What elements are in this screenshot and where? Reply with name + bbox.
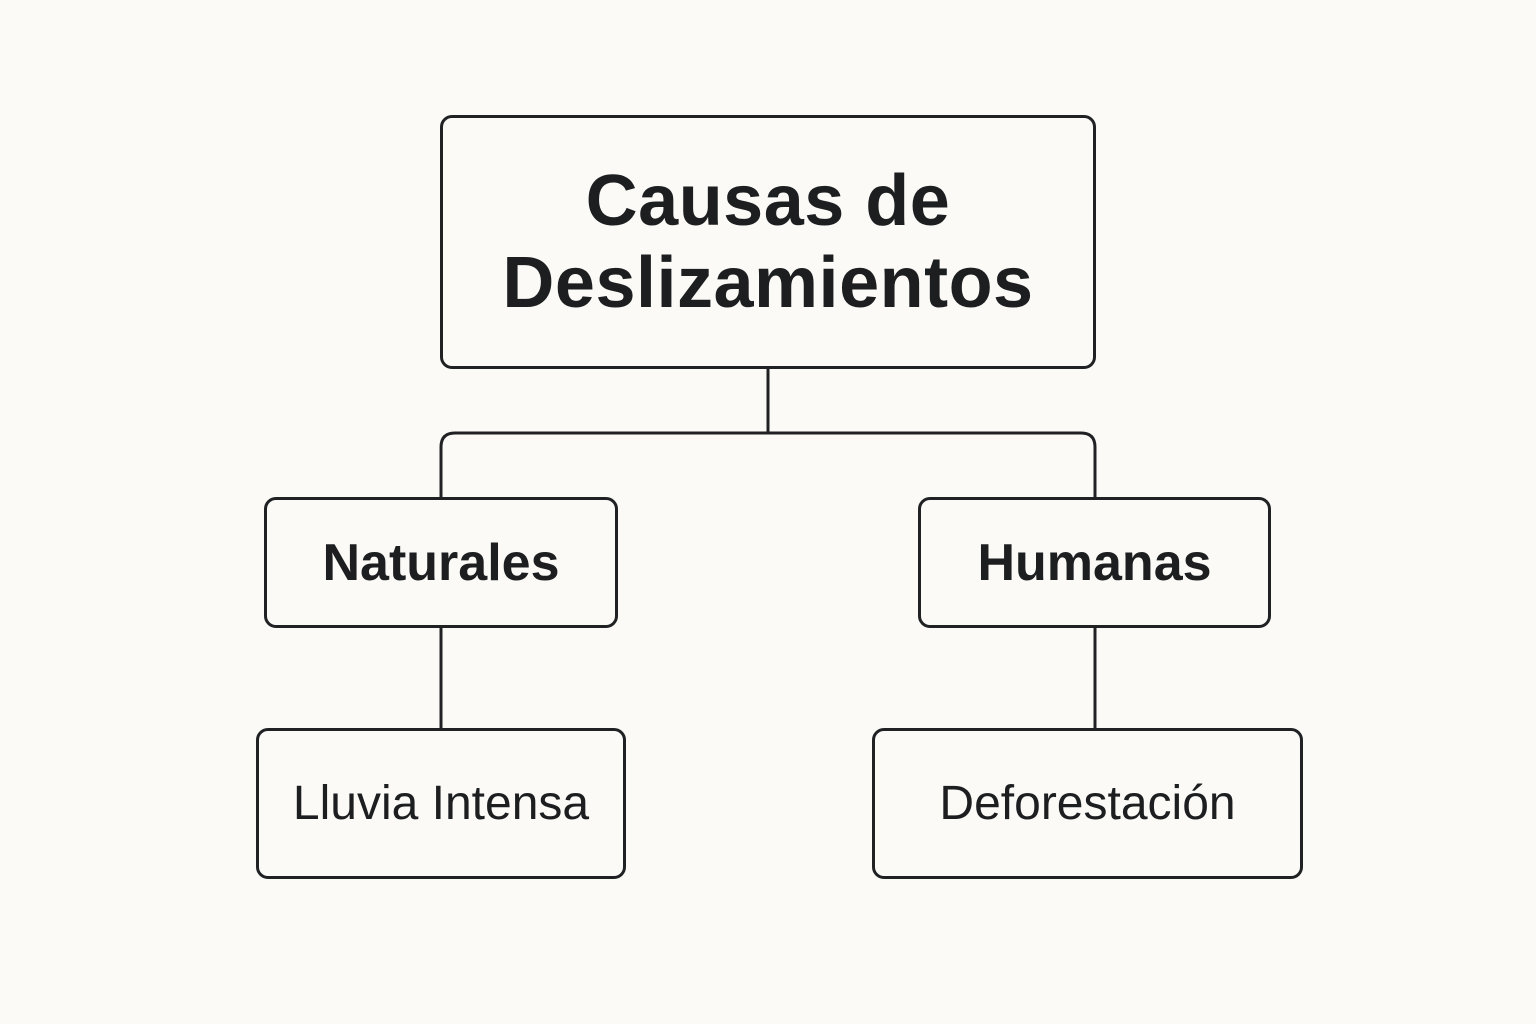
leaf-node-label: Deforestación: [939, 777, 1236, 830]
category-node-label: Humanas: [977, 533, 1212, 592]
root-node: Causas de Deslizamientos: [440, 115, 1096, 369]
root-node-label: Causas de Deslizamientos: [502, 161, 1034, 323]
leaf-node-label: Lluvia Intensa: [292, 777, 590, 830]
connector-branch-bar: [439, 431, 1097, 499]
leaf-node-deforestacion: Deforestación: [872, 728, 1303, 879]
category-node-label: Naturales: [322, 533, 560, 592]
category-node-humanas: Humanas: [918, 497, 1271, 628]
leaf-node-lluvia-intensa: Lluvia Intensa: [256, 728, 626, 879]
category-node-naturales: Naturales: [264, 497, 618, 628]
